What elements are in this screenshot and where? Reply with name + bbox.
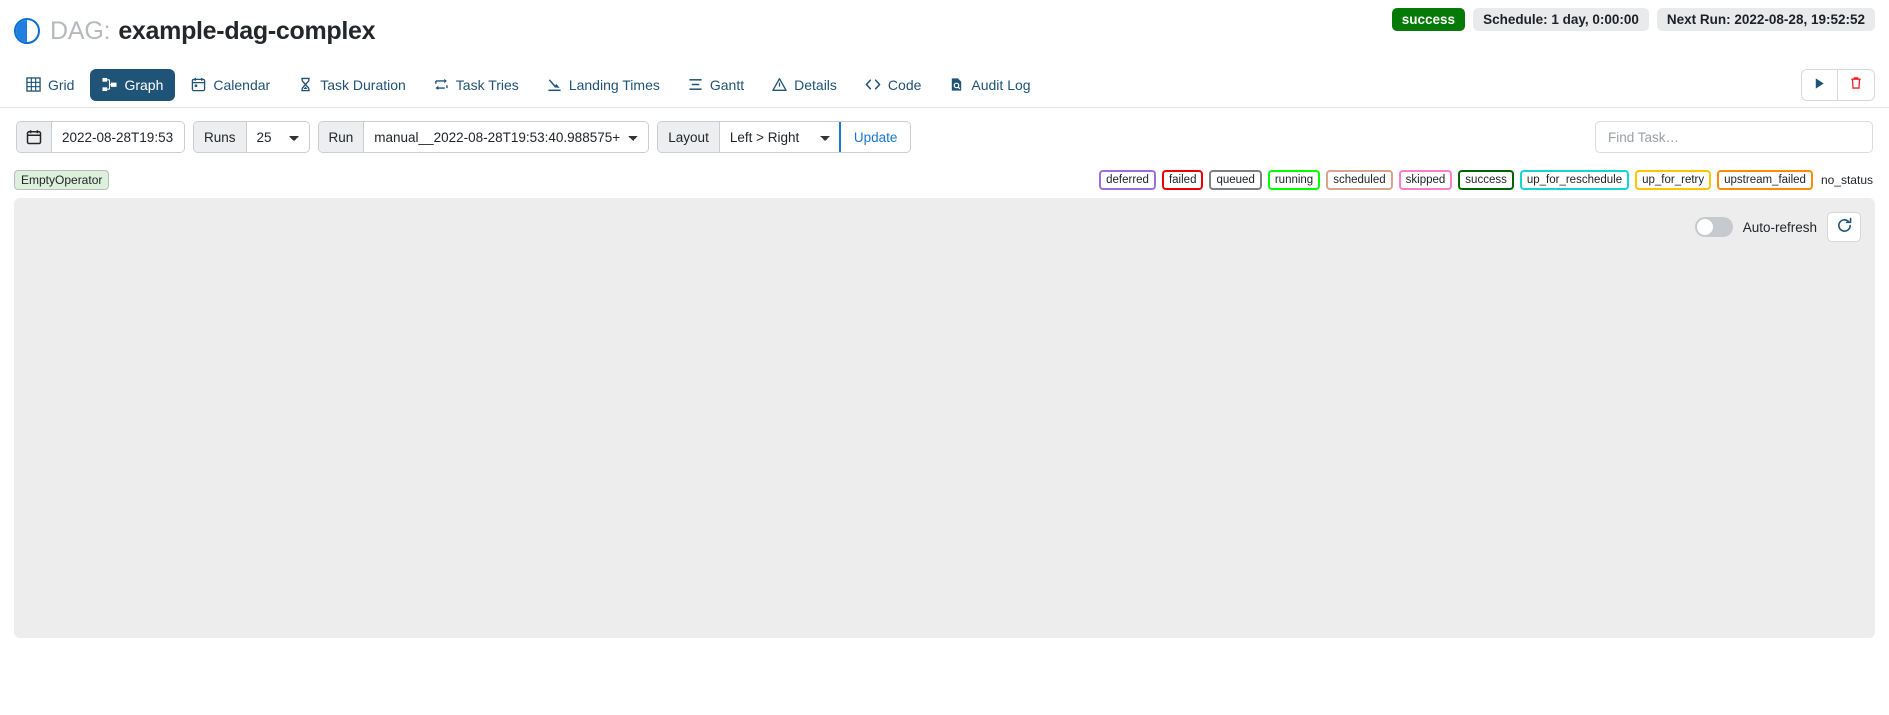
runs-select[interactable]: 52550100365 xyxy=(246,122,309,152)
auto-refresh-label: Auto-refresh xyxy=(1742,219,1817,235)
dag-header: DAG: example-dag-complex success Schedul… xyxy=(0,0,1889,62)
dag-graph-svg: extracttransform_parallel_step_1transfor… xyxy=(14,198,314,348)
graph-controls: Auto-refresh xyxy=(1694,212,1861,242)
warning-icon xyxy=(772,77,787,92)
gantt-icon xyxy=(688,77,703,92)
status-legend-no_status[interactable]: no_status xyxy=(1820,172,1873,187)
dag-action-buttons xyxy=(1801,68,1875,101)
tab-grid[interactable]: Grid xyxy=(14,69,86,101)
tab-label: Gantt xyxy=(709,76,745,93)
tab-audit-log[interactable]: Audit Log xyxy=(937,69,1042,101)
base-date-input[interactable] xyxy=(52,122,184,152)
tab-label: Code xyxy=(887,76,922,93)
play-icon xyxy=(1813,77,1826,93)
grid-icon xyxy=(26,77,41,92)
tab-gantt[interactable]: Gantt xyxy=(676,69,756,101)
trigger-dag-button[interactable] xyxy=(1802,69,1838,100)
graph-icon xyxy=(102,77,117,92)
status-legend-skipped[interactable]: skipped xyxy=(1398,169,1453,191)
run-label: Run xyxy=(318,122,365,152)
tab-label: Details xyxy=(794,76,837,93)
run-select[interactable]: manual__2022-08-28T19:53:40.988575+00:00 xyxy=(364,122,649,152)
audit-log-icon xyxy=(949,77,964,92)
status-legend-up_for_reschedule[interactable]: up_for_reschedule xyxy=(1519,169,1630,191)
tab-task-tries[interactable]: Task Tries xyxy=(422,69,531,101)
tab-details[interactable]: Details xyxy=(760,69,849,101)
runs-count-group: Runs 52550100365 xyxy=(193,121,310,153)
dag-prefix-label: DAG: xyxy=(50,16,111,45)
tab-label: Task Tries xyxy=(455,76,519,93)
auto-refresh-toggle[interactable] xyxy=(1694,217,1733,237)
tab-label: Graph xyxy=(124,76,164,93)
layout-group: Layout Left > RightRight > LeftTop > Bot… xyxy=(657,121,912,153)
status-legend-scheduled[interactable]: scheduled xyxy=(1326,169,1393,191)
tab-task-duration[interactable]: Task Duration xyxy=(286,69,418,101)
tab-label: Audit Log xyxy=(971,76,1031,93)
tab-label: Grid xyxy=(48,76,75,93)
update-button[interactable]: Update xyxy=(838,122,911,152)
page-title: example-dag-complex xyxy=(118,16,376,45)
next-run-badge: Next Run: 2022-08-28, 19:52:52 xyxy=(1656,8,1875,31)
base-date-group xyxy=(16,121,185,153)
find-task-input[interactable] xyxy=(1595,121,1873,153)
status-legend-running[interactable]: running xyxy=(1267,169,1321,191)
delete-dag-button[interactable] xyxy=(1838,69,1874,100)
tab-landing-times[interactable]: Landing Times xyxy=(535,69,672,101)
runs-label: Runs xyxy=(194,122,247,152)
run-select-group: Run manual__2022-08-28T19:53:40.988575+0… xyxy=(317,121,650,153)
retry-icon xyxy=(434,77,449,92)
dag-pause-toggle[interactable] xyxy=(14,18,40,44)
status-legend-up_for_retry[interactable]: up_for_retry xyxy=(1635,169,1712,191)
trash-icon xyxy=(1849,76,1863,93)
status-badge: success xyxy=(1391,8,1466,31)
hourglass-icon xyxy=(298,77,313,92)
status-legend-upstream_failed[interactable]: upstream_failed xyxy=(1717,169,1813,191)
code-icon xyxy=(865,77,881,92)
refresh-button[interactable] xyxy=(1827,212,1861,242)
run-filter-toolbar: Runs 52550100365 Run manual__2022-08-28T… xyxy=(0,108,1889,166)
status-legend-success[interactable]: success xyxy=(1458,169,1514,191)
layout-label: Layout xyxy=(658,122,720,152)
status-legend-failed[interactable]: failed xyxy=(1161,169,1204,191)
status-legend-deferred[interactable]: deferred xyxy=(1099,169,1156,191)
calendar-icon xyxy=(191,77,206,92)
dag-graph-canvas[interactable]: Auto-refresh extracttransform_parallel_s… xyxy=(14,198,1875,638)
tab-label: Calendar xyxy=(213,76,271,93)
layout-select[interactable]: Left > RightRight > LeftTop > BottomBott… xyxy=(719,122,840,152)
status-legend-queued[interactable]: queued xyxy=(1209,169,1262,191)
calendar-icon[interactable] xyxy=(17,122,52,152)
tab-graph[interactable]: Graph xyxy=(90,68,176,101)
operator-legend-badge[interactable]: EmptyOperator xyxy=(14,170,110,190)
dag-tabs: Grid Graph Calendar Task Duration Task T… xyxy=(0,62,1889,108)
tab-calendar[interactable]: Calendar xyxy=(179,69,282,101)
schedule-badge: Schedule: 1 day, 0:00:00 xyxy=(1473,8,1649,31)
tab-label: Task Duration xyxy=(320,76,406,93)
tab-code[interactable]: Code xyxy=(853,69,933,101)
dag-header-meta: success Schedule: 1 day, 0:00:00 Next Ru… xyxy=(1391,8,1875,31)
refresh-icon xyxy=(1836,217,1853,237)
tab-label: Landing Times xyxy=(568,76,660,93)
landing-icon xyxy=(547,77,562,92)
